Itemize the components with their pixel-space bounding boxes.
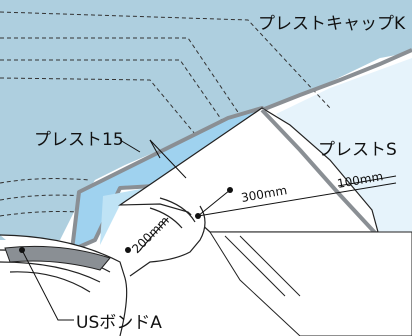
us-bond-a-band (4, 245, 111, 271)
label-us-bond-a: USボンドA (76, 313, 162, 333)
dashed-guide-lines (0, 11, 331, 217)
dimension-dot-a (227, 187, 233, 193)
label-plest-15: プレスト15 (34, 130, 124, 150)
dimension-dot-b (195, 213, 201, 219)
dimension-dot-c (125, 247, 131, 253)
plest-s-area (276, 58, 412, 232)
seam-line (260, 108, 380, 238)
plest-cap-k-area (0, 0, 412, 240)
dimension-dot-d (19, 247, 25, 253)
wall-band (209, 231, 412, 336)
ridge-line (261, 48, 412, 112)
label-plest-s: プレストS (318, 140, 397, 160)
label-plest-cap-k: プレストキャップK (258, 14, 406, 34)
flashing-wedge (117, 107, 379, 233)
dimension-lines (21, 139, 397, 321)
